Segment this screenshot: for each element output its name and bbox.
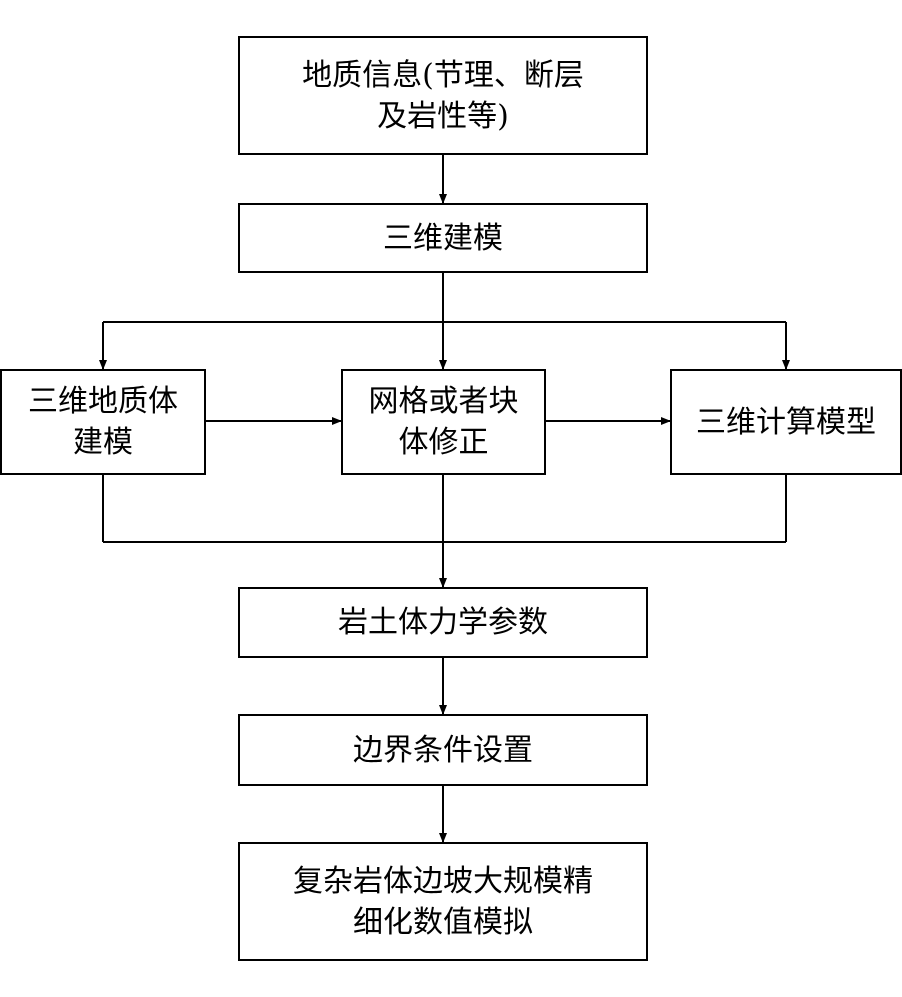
node-boundary-conditions: 边界条件设置	[238, 714, 648, 786]
node-label-line: 三维建模	[383, 220, 503, 256]
node-label-line: 建模	[73, 425, 133, 460]
node-label-line: 岩土体力学参数	[338, 605, 548, 640]
node-label-line: 复杂岩体边坡大规模精	[293, 863, 593, 899]
node-rock-soil-mechanical-parameters: 岩土体力学参数	[238, 587, 648, 658]
node-3d-geological-body-modeling: 三维地质体 建模	[0, 369, 206, 475]
node-label-line: 三维地质体	[28, 384, 178, 419]
node-mesh-block-correction: 网格或者块 体修正	[341, 369, 546, 475]
node-label-line: 地质信息(节理、断层	[302, 57, 584, 93]
node-geological-info: 地质信息(节理、断层 及岩性等)	[238, 36, 648, 155]
node-label-line: 体修正	[398, 425, 489, 460]
node-label-line: 网格或者块	[368, 384, 519, 419]
node-large-scale-slope-simulation: 复杂岩体边坡大规模精 细化数值模拟	[238, 842, 648, 961]
node-label-line: 边界条件设置	[353, 732, 533, 768]
node-3d-modeling: 三维建模	[238, 203, 648, 273]
node-label-line: 细化数值模拟	[353, 904, 533, 940]
node-label-line: 及岩性等)	[377, 98, 509, 134]
node-3d-calculation-model: 三维计算模型	[670, 369, 902, 475]
node-label-line: 三维计算模型	[696, 404, 876, 440]
